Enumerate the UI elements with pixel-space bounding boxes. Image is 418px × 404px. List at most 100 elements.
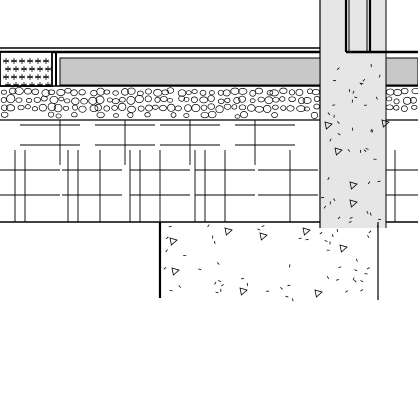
- gravel-stone: [33, 96, 41, 103]
- gravel-stone: [170, 112, 177, 118]
- concrete-speck: [198, 268, 202, 271]
- vegetation-mark: [18, 75, 26, 79]
- gravel-stone: [111, 98, 120, 105]
- gravel-stone: [121, 88, 129, 96]
- gravel-stone: [0, 97, 7, 103]
- concrete-speck: [214, 281, 217, 285]
- gravel-stone: [40, 95, 48, 102]
- vegetation-mark: [12, 83, 20, 86]
- gravel-stone: [47, 102, 57, 112]
- gravel-stone: [200, 104, 208, 111]
- gravel-stone: [106, 97, 113, 103]
- gravel-stone: [90, 90, 98, 97]
- concrete-speck: [168, 225, 172, 228]
- gravel-stone: [249, 98, 256, 103]
- vegetation-mark: [44, 83, 52, 86]
- concrete-speck: [353, 279, 357, 283]
- gravel-stone: [199, 96, 209, 104]
- gravel-stone: [310, 111, 319, 119]
- concrete-speck: [362, 78, 366, 82]
- concrete-aggregate: [314, 289, 323, 298]
- gravel-stone: [71, 97, 80, 106]
- gravel-stone: [257, 96, 265, 103]
- concrete-speck: [214, 240, 216, 244]
- gravel-stone: [238, 95, 246, 103]
- concrete-speck: [319, 231, 323, 235]
- gravel-stone: [103, 89, 111, 95]
- gravel-stone: [207, 110, 217, 119]
- concrete-speck: [369, 212, 372, 216]
- gravel-stone: [53, 103, 63, 113]
- gravel-stone: [0, 104, 8, 111]
- gravel-stone: [190, 96, 198, 103]
- gravel-stone: [152, 104, 159, 110]
- gravel-stone: [55, 113, 62, 119]
- gravel-stone: [178, 95, 186, 102]
- gravel-stone: [58, 96, 65, 102]
- gravel-stone: [230, 87, 240, 95]
- concrete-aggregate: [259, 232, 268, 241]
- concrete-speck: [349, 217, 353, 219]
- vegetation-mark: [2, 75, 10, 79]
- concrete-speck: [360, 280, 364, 283]
- gravel-stone: [126, 96, 136, 105]
- gravel-stone: [272, 104, 279, 110]
- concrete-speck: [215, 291, 219, 294]
- concrete-speck: [337, 133, 341, 136]
- vegetation-mark: [26, 59, 34, 63]
- concrete-speck: [363, 149, 367, 153]
- concrete-speck: [367, 235, 370, 238]
- gravel-stone: [231, 104, 238, 110]
- gravel-stone: [113, 113, 119, 118]
- concrete-speck: [165, 236, 169, 240]
- concrete-speck: [336, 67, 340, 70]
- concrete-speck: [257, 228, 261, 231]
- concrete-speck: [327, 112, 331, 116]
- gravel-stone: [224, 97, 231, 103]
- gravel-stone: [14, 87, 24, 95]
- gravel-stone: [25, 98, 33, 103]
- gravel-stone: [411, 104, 418, 110]
- gravel-stone: [191, 88, 198, 94]
- concrete-speck: [375, 96, 378, 100]
- gravel-stone: [117, 102, 127, 111]
- gravel-stone: [233, 96, 241, 104]
- concrete-speck: [360, 289, 364, 292]
- vegetation-mark: [20, 83, 28, 86]
- vegetation-mark: [42, 59, 50, 63]
- gravel-stone: [254, 105, 264, 113]
- gravel-stone: [272, 97, 280, 103]
- gravel-stone: [144, 95, 152, 103]
- gravel-stone: [167, 103, 176, 112]
- gravel-stone: [159, 105, 167, 112]
- concrete-aggregate: [302, 227, 311, 236]
- gravel-stone: [217, 98, 225, 104]
- gravel-stone: [385, 88, 395, 96]
- gravel-stone: [137, 90, 144, 97]
- gravel-stone: [70, 89, 78, 97]
- concrete-speck: [355, 258, 358, 262]
- gravel-stone: [127, 105, 136, 113]
- gravel-stone: [215, 105, 224, 114]
- gravel-stone: [95, 95, 105, 104]
- vegetation-mark: [28, 83, 36, 86]
- gravel-stone: [200, 111, 209, 119]
- gravel-stone: [295, 88, 304, 97]
- gravel-stone: [266, 90, 274, 96]
- gravel-stone: [31, 88, 40, 95]
- concrete-speck: [370, 129, 372, 133]
- gravel-stone: [183, 113, 190, 118]
- gravel-stone: [271, 112, 278, 118]
- concrete-speck: [354, 96, 358, 99]
- concrete-speck: [345, 290, 349, 293]
- concrete-aggregate: [381, 119, 390, 128]
- gravel-stone: [313, 103, 320, 110]
- concrete-speck: [217, 280, 222, 282]
- gravel-stone: [207, 103, 216, 110]
- gravel-stone: [223, 103, 232, 110]
- concrete-aggregate: [334, 147, 343, 156]
- gravel-stone: [89, 104, 99, 113]
- concrete-speck: [323, 205, 327, 209]
- gravel-stone: [88, 96, 98, 105]
